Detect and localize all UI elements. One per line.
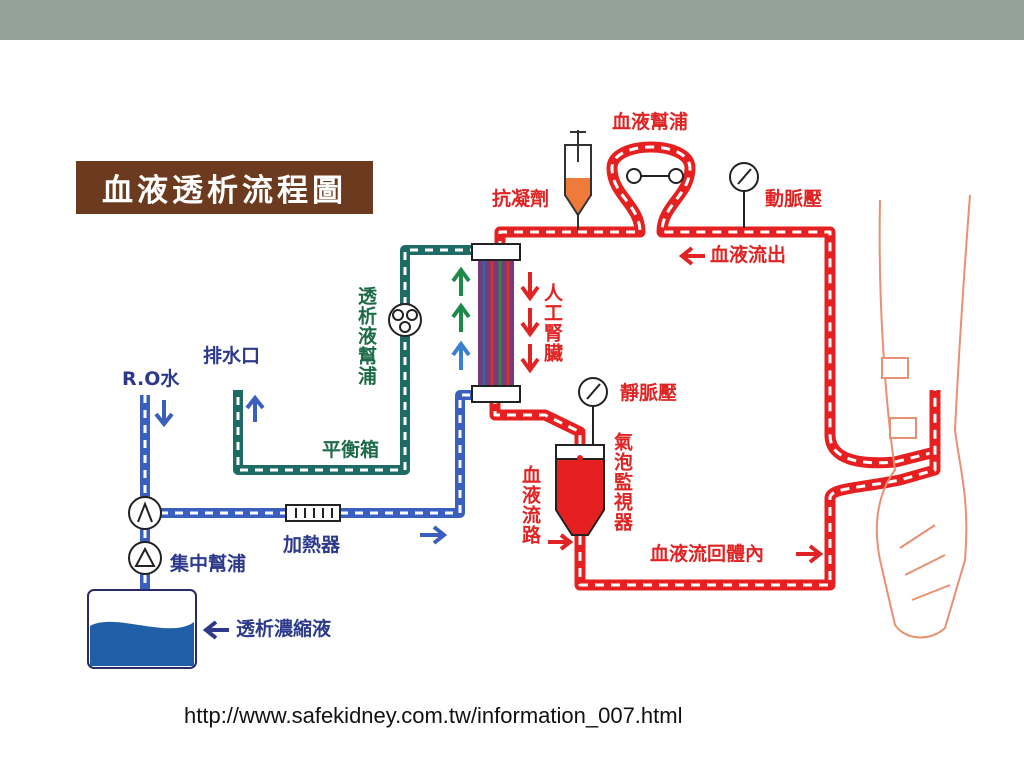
label-central-pump: 集中幫浦: [170, 553, 247, 575]
label-blood-pump: 血液幫浦: [612, 111, 689, 133]
dialysate-pump-icon: [388, 303, 422, 337]
arterial-pressure-gauge-icon: [729, 162, 759, 228]
label-arterial-pressure: 動脈壓: [765, 188, 823, 210]
bubble-trap: [555, 444, 605, 536]
source-url: http://www.safekidney.com.tw/information…: [184, 703, 683, 728]
flow-arrows: [154, 246, 824, 640]
diagram-title: 血液透析流程圖: [76, 161, 373, 214]
label-drain: 排水口: [203, 345, 261, 367]
venous-pressure-gauge-icon: [578, 377, 608, 445]
label-balance-chamber: 平衡箱: [322, 439, 380, 461]
label-blood-circuit: 血液流路: [519, 465, 541, 545]
label-blood-return: 血液流回體內: [650, 543, 765, 565]
central-pump-icon: [128, 541, 162, 575]
heater-icon: [285, 504, 341, 522]
label-anticoagulant: 抗凝劑: [492, 188, 550, 210]
top-bar: [0, 0, 1024, 40]
patient-arm: [875, 194, 971, 639]
label-dialysate-pump: 透析液幫浦: [355, 286, 377, 386]
syringe-icon: [564, 130, 592, 230]
blood-pump-icon: [626, 168, 684, 184]
label-venous-pressure: 靜脈壓: [620, 382, 678, 404]
blood-circuit-tubing: [489, 141, 941, 591]
concentrate-tank: [87, 589, 197, 669]
dialyzer: [471, 243, 521, 403]
label-ro-water: R.O水: [122, 368, 180, 390]
label-dialysate-concentrate: 透析濃縮液: [236, 618, 332, 640]
label-artificial-kidney: 人工腎臟: [541, 283, 563, 363]
label-heater: 加熱器: [283, 534, 341, 556]
label-bubble-monitor: 氣泡監視器: [611, 432, 633, 532]
ro-pump-icon: [128, 496, 162, 530]
label-blood-out: 血液流出: [710, 244, 787, 266]
